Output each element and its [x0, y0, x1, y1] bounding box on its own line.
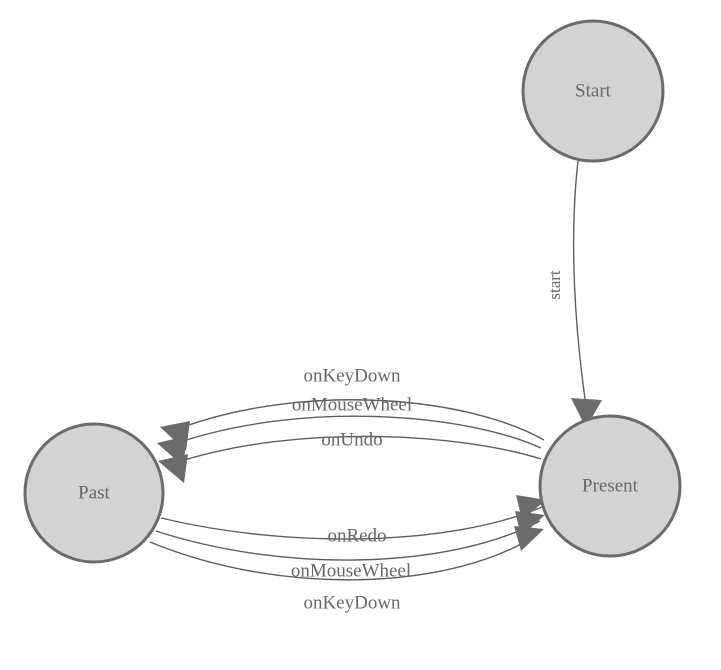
edge-path-past-present-3	[149, 533, 539, 581]
arrow-head-start	[571, 398, 602, 428]
node-present-label: Present	[582, 475, 639, 496]
node-start-label: Start	[575, 80, 612, 101]
edge-path-present-past-3	[177, 435, 542, 463]
arrow-head-past-present-3	[514, 526, 544, 551]
node-past-label: Past	[78, 482, 110, 503]
node-past-circle	[23, 422, 165, 564]
edge-past-to-present-onkeydown[interactable]: onKeyDown	[149, 526, 544, 613]
edge-label-past-present-1: onRedo	[327, 525, 386, 546]
node-start[interactable]: Start	[521, 19, 665, 163]
edge-label-present-past-1: onKeyDown	[303, 365, 401, 386]
edge-past-to-present-onmousewheel[interactable]: onMouseWheel	[155, 511, 545, 581]
node-present-circle	[538, 414, 682, 558]
edge-past-to-present-onredo[interactable]: onRedo	[160, 495, 546, 546]
edge-path-present-past-1	[179, 399, 545, 441]
node-present[interactable]: Present	[538, 414, 682, 558]
edge-label-past-present-3: onKeyDown	[303, 592, 401, 613]
edge-label-start: start	[545, 270, 564, 300]
edge-label-past-present-2: onMouseWheel	[291, 560, 411, 581]
edge-path-past-present-1	[160, 506, 543, 540]
edge-label-present-past-3: onUndo	[321, 429, 382, 450]
edge-path-present-past-2	[176, 415, 542, 449]
edge-start-to-present[interactable]: start	[545, 160, 602, 428]
edge-present-to-past-onundo[interactable]: onUndo	[158, 429, 542, 483]
edge-present-to-past-onmousewheel[interactable]: onMouseWheel	[157, 394, 542, 466]
node-start-circle	[521, 19, 665, 163]
node-past[interactable]: Past	[23, 422, 165, 564]
edge-label-present-past-2: onMouseWheel	[292, 394, 412, 415]
edge-path-start	[572, 160, 587, 407]
edge-path-past-present-2	[155, 520, 541, 561]
arrow-head-present-past-3	[158, 454, 188, 483]
